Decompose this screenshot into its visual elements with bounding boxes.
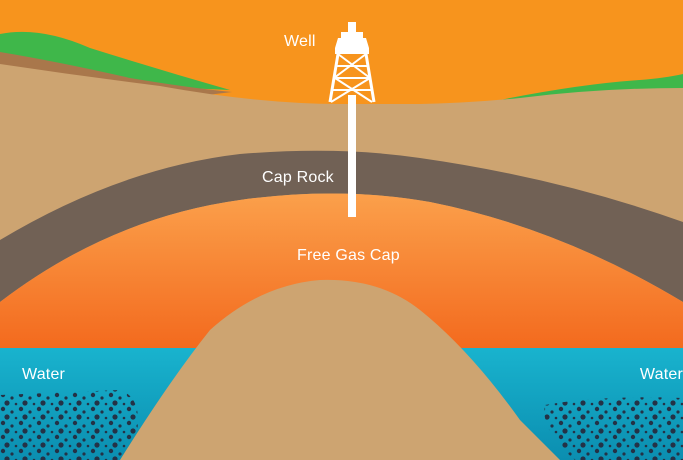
well-label: Well bbox=[284, 33, 316, 50]
drilling-rig-icon bbox=[328, 22, 376, 217]
water-label-left: Water bbox=[22, 366, 66, 383]
porous-rock-left bbox=[0, 390, 138, 460]
water-label-right: Water bbox=[639, 366, 683, 383]
reservoir-dome bbox=[120, 279, 560, 460]
cap-rock-label: Cap Rock bbox=[262, 169, 334, 186]
free-gas-cap-layer bbox=[0, 193, 683, 348]
cap-rock-layer bbox=[0, 150, 683, 302]
porous-rock-right bbox=[544, 397, 683, 460]
free-gas-cap-label: Free Gas Cap bbox=[297, 247, 400, 264]
